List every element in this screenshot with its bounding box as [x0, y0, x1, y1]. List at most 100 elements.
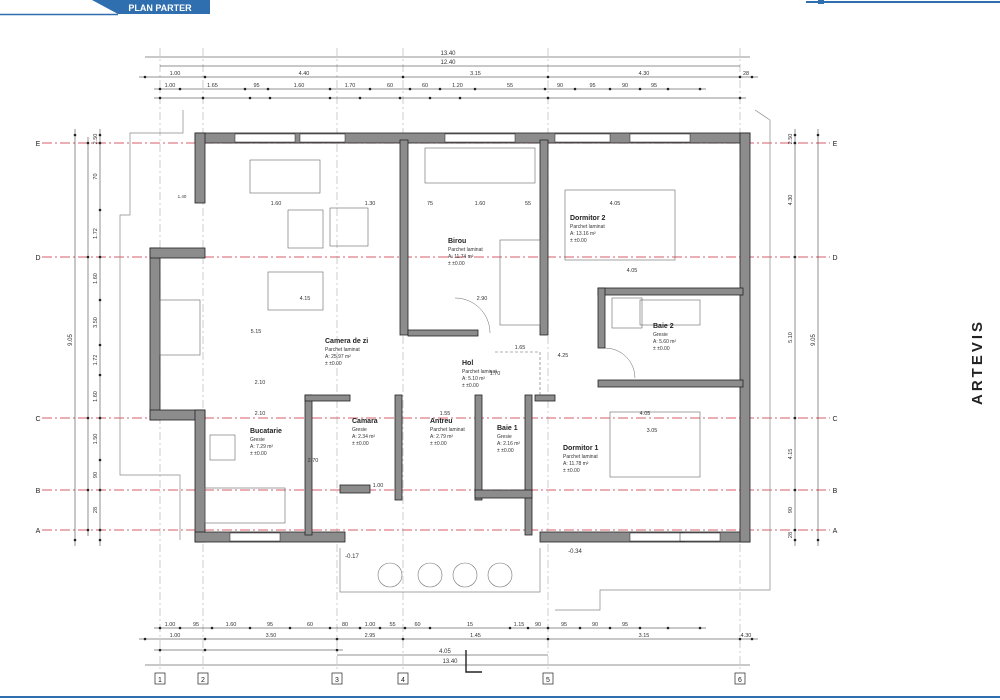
dim-tick [638, 87, 642, 91]
dim-tick [86, 141, 90, 145]
dimension-text: 60 [414, 622, 420, 628]
dim-tick [98, 298, 102, 302]
axis-label-bottom: 1 [158, 677, 162, 684]
room-level: ± ±0.00 [497, 448, 514, 454]
dim-tick [428, 626, 432, 630]
dimension-text: 70 [93, 173, 99, 179]
dimension-text: 1.00 [165, 83, 176, 89]
dim-tick [793, 255, 797, 259]
dim-tick [546, 626, 550, 630]
room-finish: Parchet laminat [325, 347, 360, 353]
room-name: Antreu [430, 418, 453, 425]
room-name: Camara [352, 418, 378, 425]
dim-tick [526, 626, 530, 630]
room-level: ± ±0.00 [570, 238, 587, 244]
room-level: ± ±0.00 [462, 383, 479, 389]
dim-tick [793, 133, 797, 137]
dimension-text: 95 [193, 622, 199, 628]
shower [611, 297, 643, 329]
interior-dimension: 4.05 [610, 201, 621, 207]
plot-boundary [119, 110, 184, 540]
dimension-text: 55 [389, 622, 395, 628]
interior-wall-baie1-west [474, 394, 483, 501]
interior-dimension: 1.30 [365, 201, 376, 207]
dimension-text: 4.30 [788, 195, 794, 206]
plant [487, 562, 513, 588]
room-finish: Parchet laminat [462, 369, 497, 375]
room-name: Birou [448, 238, 466, 245]
level-window: 1.40 [178, 194, 187, 199]
interior-dimension: 5.15 [251, 329, 262, 335]
dim-tick [328, 87, 332, 91]
dim-tick [86, 416, 90, 420]
exterior-wall-bay [149, 247, 161, 421]
dim-tick [368, 87, 372, 91]
title-banner: PLAN PARTER [0, 0, 210, 16]
dim-tick [178, 626, 182, 630]
terrace-outline [339, 548, 541, 593]
dim-tick [243, 87, 247, 91]
dim-tick [158, 87, 162, 91]
dimension-text: 2.95 [365, 633, 376, 639]
dim-tick [203, 637, 207, 641]
dim-tick [401, 75, 405, 79]
room-area: A: 11.74 m² [448, 254, 474, 260]
dim-tick [473, 87, 477, 91]
room-name: Dormitor 1 [563, 445, 599, 452]
dimension-text: 9.05 [68, 334, 74, 346]
room-area: A: 5.60 m² [653, 339, 676, 345]
interior-wall-birou-east [539, 139, 549, 336]
dim-tick [158, 96, 162, 100]
dim-tick [793, 416, 797, 420]
interior-wall-baie1-south [474, 489, 533, 499]
interior-wall-camara-top [304, 394, 351, 402]
dimension-text: 1.60 [93, 391, 99, 402]
coffee-table [267, 271, 324, 311]
room-name: Baie 2 [653, 323, 674, 330]
armchair [287, 209, 324, 249]
axis-label-right: B [833, 488, 838, 495]
room-area: A: 2.16 m² [497, 441, 520, 447]
dim-tick [203, 648, 207, 652]
room-level: ± ±0.00 [352, 441, 369, 447]
dimension-text: 1.65 [207, 83, 218, 89]
room-name: Camera de zi [325, 338, 368, 345]
dim-tick [738, 637, 742, 641]
dimension-text: 28 [93, 507, 99, 513]
exterior-wall-west [194, 132, 206, 204]
room-area: A: 13.16 m² [570, 231, 596, 237]
interior-wall-baie2-north [597, 287, 744, 296]
interior-dimension: 4.05 [627, 268, 638, 274]
dim-tick [793, 141, 797, 145]
interior-dimension: 75 [427, 201, 433, 207]
interior-dimension: 1.00 [373, 483, 384, 489]
dim-tick [328, 96, 332, 100]
dim-tick [201, 96, 205, 100]
dim-tick [86, 488, 90, 492]
artevis-logo: ARTEVIS [969, 319, 986, 405]
axis-label-bottom: 2 [201, 677, 205, 684]
room-area: A: 2.34 m² [352, 434, 375, 440]
room-area: A: 11.78 m² [563, 461, 589, 467]
axis-label-bottom: 3 [335, 677, 339, 684]
dim-tick [608, 87, 612, 91]
dim-tick [73, 133, 77, 137]
axis-label-left: C [35, 416, 40, 423]
room-level: ± ±0.00 [250, 451, 267, 457]
dimension-text: 3.50 [266, 633, 277, 639]
dimension-text: 4.05 [439, 649, 451, 655]
dim-tick [378, 626, 382, 630]
dim-tick [793, 528, 797, 532]
room-name: Bucatarie [250, 428, 282, 435]
exterior-wall-bay-top [149, 247, 206, 259]
dim-tick [98, 373, 102, 377]
dim-tick [328, 626, 332, 630]
bed-double [564, 189, 676, 261]
dimension-text: 4.30 [639, 71, 650, 77]
dimension-text: 55 [507, 83, 513, 89]
dim-tick [98, 538, 102, 542]
interior-dimension: 2.90 [477, 296, 488, 302]
